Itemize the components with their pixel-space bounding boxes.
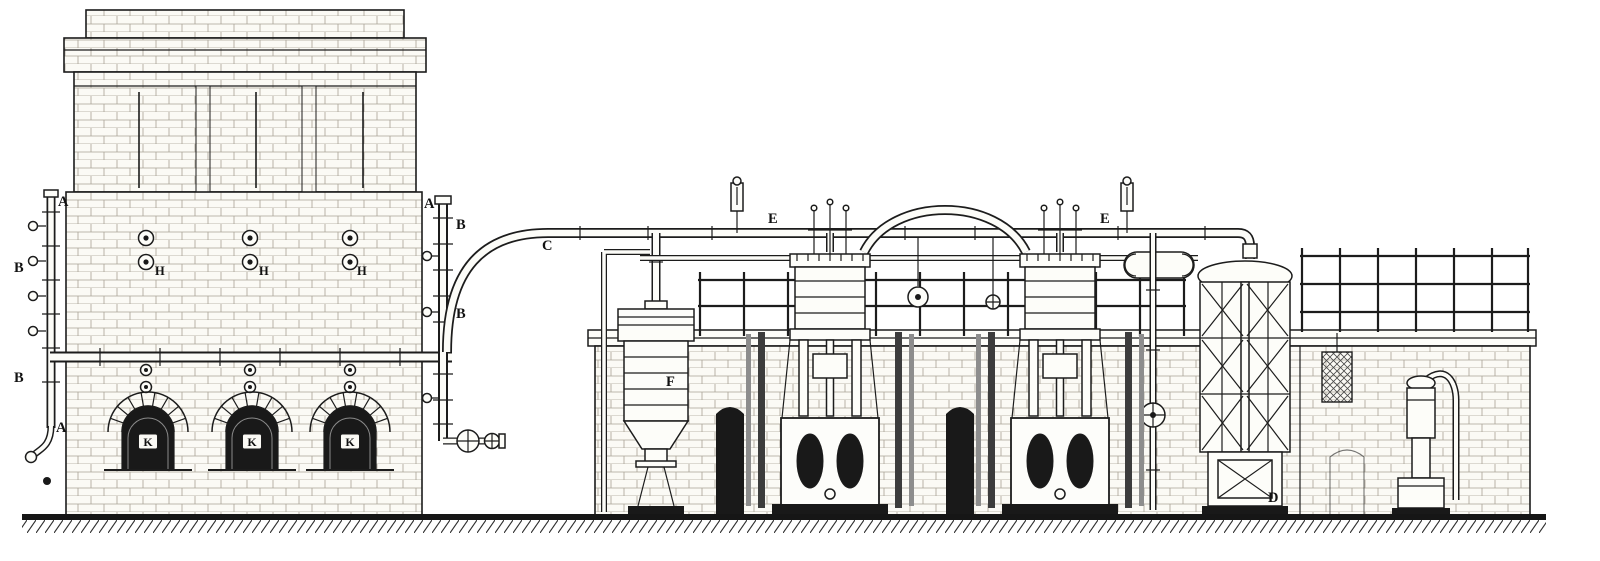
label-k-2: K — [247, 435, 257, 449]
pipe-manifold — [421, 195, 506, 453]
label-a-1: A — [58, 194, 69, 210]
sight-gauge — [907, 238, 929, 308]
valve-handle-icon — [27, 290, 39, 302]
label-h-1: H — [155, 264, 165, 278]
label-k-1: K — [143, 435, 153, 449]
wall-arch-outline — [1329, 449, 1365, 515]
valve-handle-icon — [421, 250, 433, 262]
label-e-2: E — [1100, 211, 1110, 227]
right-railing — [1300, 248, 1530, 332]
label-h-3: H — [357, 264, 367, 278]
wall-plug — [43, 477, 51, 485]
valve-handle-icon — [27, 325, 39, 337]
valve-handle-icon — [421, 306, 433, 318]
label-b-2: B — [14, 370, 24, 386]
ground — [22, 514, 1546, 533]
wall-cabinet — [1321, 333, 1353, 403]
valve-handle-icon — [27, 255, 39, 267]
label-h-2: H — [259, 264, 269, 278]
label-c: C — [542, 238, 552, 254]
label-b-4: B — [456, 306, 466, 322]
feed-pipe — [50, 348, 452, 366]
cooling-tower — [1197, 243, 1293, 514]
chimney-cap — [63, 9, 427, 73]
left-pipe-column — [24, 189, 60, 464]
suction-pipe-c — [442, 226, 1255, 512]
label-e-1: E — [768, 211, 778, 227]
feed-pump — [1392, 370, 1460, 515]
drain-fitting — [24, 450, 38, 464]
label-f: F — [666, 374, 675, 390]
valve-handle-icon — [421, 392, 433, 404]
control-handwheel — [985, 238, 1001, 310]
drain-handwheels — [443, 429, 506, 453]
crossover-pipe — [859, 205, 1031, 255]
vessel-f — [617, 300, 695, 514]
furnace-house — [43, 9, 427, 516]
label-b-3: B — [456, 217, 466, 233]
label-k-3: K — [345, 435, 355, 449]
riser-pipe — [1140, 233, 1166, 510]
label-a-2: A — [56, 420, 67, 436]
base-recess-1 — [716, 407, 744, 515]
label-a-3: A — [424, 196, 435, 212]
part-labels: A B B A A B B C E E F H H H K K K D — [14, 194, 1278, 506]
base-recess-2 — [946, 407, 974, 515]
label-b-1: B — [14, 260, 24, 276]
valve-handle-icon — [27, 220, 39, 232]
label-d: D — [1268, 490, 1278, 506]
steam-drum — [1123, 251, 1195, 279]
upper-wall — [73, 71, 417, 193]
tower-base — [1202, 451, 1288, 514]
